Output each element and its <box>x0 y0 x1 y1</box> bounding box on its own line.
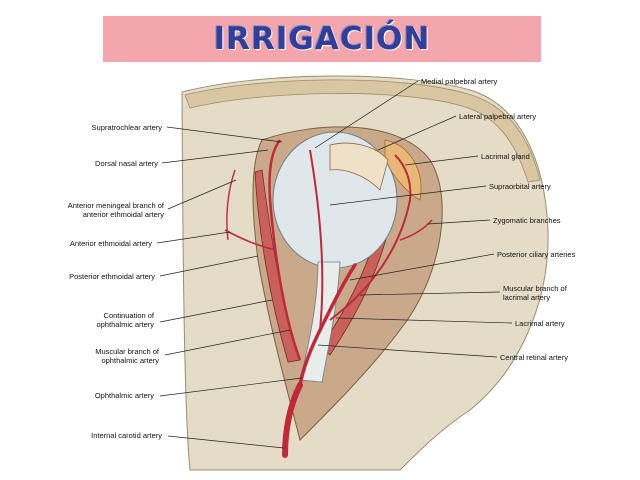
label-supraorbital-artery: Supraorbital artery <box>489 182 551 191</box>
zygomatic-artery-branch <box>399 219 433 241</box>
eyelid <box>329 142 389 191</box>
label-central-retinal-artery: Central retinal artery <box>500 353 568 362</box>
label-continuation-ophthalmic-artery: Continuation of ophthalmic artery <box>96 311 154 329</box>
medial-artery-branch <box>268 139 302 361</box>
label-posterior-ethmoidal-artery: Posterior ethmoidal artery <box>69 272 155 281</box>
slide-title: IRRIGACIÓN <box>213 21 431 57</box>
label-muscular-branch-lacrimal: Muscular branch of lacrimal artery <box>503 284 567 302</box>
label-medial-palpebral-artery: Medial palpebral artery <box>421 77 498 86</box>
label-zygomatic-branches: Zygomatic branches <box>493 216 561 225</box>
label-anterior-ethmoidal-artery: Anterior ethmoidal artery <box>69 239 152 248</box>
ophthalmic-artery <box>298 263 357 387</box>
label-anterior-meningeal-branch: Anterior meningeal branch of anterior et… <box>67 201 164 219</box>
label-internal-carotid-artery: Internal carotid artery <box>91 431 162 440</box>
label-supratrochlear-artery: Supratrochlear artery <box>91 123 162 132</box>
label-dorsal-nasal-artery: Dorsal nasal artery <box>95 159 158 168</box>
leader-lines-left <box>156 126 303 449</box>
title-banner: IRRIGACIÓN <box>103 16 541 62</box>
leader-lines-right <box>314 80 513 358</box>
medial-muscle <box>254 169 301 363</box>
label-lacrimal-artery: Lacrimal artery <box>515 319 565 328</box>
skull-diploe <box>184 79 541 183</box>
supraorbital-artery-branch <box>309 149 324 331</box>
label-posterior-ciliary-arteries: Posterior ciliary arteries <box>497 250 576 259</box>
label-lateral-palpebral-artery: Lateral palpebral artery <box>459 112 537 121</box>
label-ophthalmic-artery: Ophthalmic artery <box>94 391 154 400</box>
internal-carotid-artery <box>282 382 303 458</box>
label-muscular-branch-ophthalmic: Muscular branch of ophthalmic artery <box>95 347 159 365</box>
lacrimal-artery-branch <box>329 154 412 321</box>
label-lacrimal-gland: Lacrimal gland <box>481 152 530 161</box>
meningeal-artery-branch <box>226 169 236 241</box>
